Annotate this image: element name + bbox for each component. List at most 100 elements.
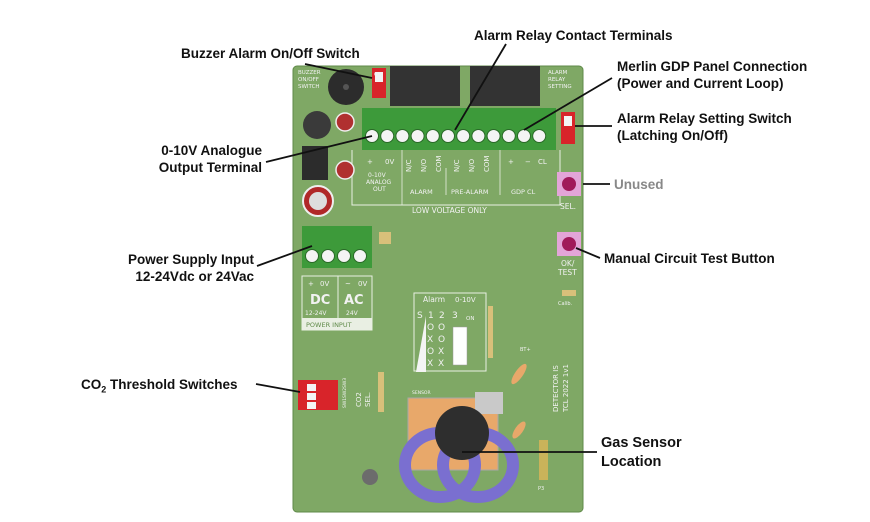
terminal-screw-2: [380, 129, 395, 143]
callout-unused: Unused: [614, 177, 664, 192]
terminal-screw-10: [501, 129, 516, 143]
terminal-strip-top: [362, 108, 556, 150]
analog-label-3: OUT: [373, 186, 386, 193]
relay-silk-3: SETTING: [548, 84, 572, 90]
group-alarm: ALARM: [410, 188, 433, 196]
co2-switch-2: [307, 393, 316, 400]
sensor-pad-ext: [475, 392, 503, 414]
table-r2-b: O: [438, 335, 445, 345]
test-label: TEST: [557, 268, 577, 277]
table-h-1: 1: [428, 311, 434, 321]
callout-co2: CO2 Threshold Switches: [81, 376, 238, 399]
terminal-screw-5: [425, 129, 440, 143]
gas-sensor: [435, 406, 489, 460]
pin-label-6: COM: [483, 156, 491, 172]
co2-pads: [378, 372, 384, 412]
table-h-on: ON: [466, 316, 474, 322]
callout-power: Power Supply Input 12-24Vdc or 24Vac: [106, 251, 254, 285]
analog-sign-plus: +: [367, 158, 373, 166]
callout-relay-terminals: Alarm Relay Contact Terminals: [474, 28, 673, 43]
leader-analogue: [265, 135, 373, 163]
ac-label: AC: [344, 293, 364, 308]
relay-silk-2: RELAY: [548, 77, 566, 83]
pad-2: [512, 421, 526, 439]
callout-co2-prefix: CO: [81, 377, 102, 392]
buzzer-switch-knob: [375, 72, 383, 82]
terminal-screw-7: [456, 129, 471, 143]
relay-silk-1: ALARM: [548, 70, 568, 76]
detector-2: TCL 2022 1v1: [562, 364, 570, 413]
callout-analogue-line2: Output Terminal: [158, 160, 262, 175]
battery-pad: [511, 363, 527, 385]
callout-buzzer: Buzzer Alarm On/Off Switch: [181, 46, 360, 61]
power-sign-1: +: [308, 280, 314, 288]
power-sign-4: 0V: [358, 280, 367, 288]
capacitor-1: [303, 111, 331, 139]
power-terminal-screw-3: [337, 249, 351, 263]
calib-label: Calib.: [558, 301, 573, 307]
terminal-screw-11: [517, 129, 531, 143]
sw-num-3: SW3: [342, 378, 348, 388]
bottom-button: [362, 469, 378, 485]
buzzer-silk-3: SWITCH: [298, 84, 320, 90]
right-pads: [488, 306, 493, 358]
capacitor-3: [335, 160, 355, 180]
callout-relay-setting-line1: Alarm Relay Setting Switch: [617, 111, 792, 126]
table-r2-a: X: [427, 335, 433, 345]
group-gdp: GDP CL: [511, 188, 536, 196]
sensor-silk: SENSOR: [412, 390, 431, 396]
callout-gas-line1: Gas Sensor: [601, 435, 682, 451]
leader-relay-terminals: [454, 43, 507, 131]
callout-merlin: Merlin GDP Panel Connection (Power and C…: [617, 58, 807, 92]
callout-merlin-line2: (Power and Current Loop): [617, 76, 784, 91]
table-010: 0-10V: [455, 296, 476, 304]
terminal-screw-4: [410, 129, 425, 143]
table-h-s: S: [417, 311, 423, 321]
co2-sel-1: CO2: [355, 392, 363, 407]
buzzer-hole: [343, 84, 349, 90]
callout-test-button: Manual Circuit Test Button: [604, 251, 775, 266]
regulator: [302, 146, 328, 180]
group-prealarm: PRE-ALARM: [451, 188, 489, 196]
table-dip: [452, 326, 468, 366]
gdp-sign-cl: CL: [538, 158, 547, 166]
power-terminal-screw-4: [353, 249, 367, 263]
leader-merlin: [523, 77, 613, 131]
leader-buzzer: [304, 63, 373, 79]
callout-analogue-line1: 0-10V Analogue: [161, 143, 262, 158]
relay-1: [390, 66, 460, 106]
terminal-screw-6: [441, 129, 455, 143]
power-sign-2: 0V: [320, 280, 329, 288]
calib-pads: [562, 290, 576, 296]
power-input-strip: [302, 318, 372, 330]
table-r4-a: X: [427, 359, 433, 369]
p3-header: [539, 440, 548, 480]
test-button: [562, 237, 576, 251]
sw-num-2: SW2: [342, 388, 348, 398]
callout-analogue: 0-10V Analogue Output Terminal: [150, 142, 262, 176]
pin-label-1: N/C: [405, 159, 413, 172]
low-voltage-label: LOW VOLTAGE ONLY: [412, 206, 487, 215]
table-wedge: [416, 316, 426, 372]
table-h-3: 3: [452, 311, 458, 321]
terminal-screw-3: [395, 129, 410, 143]
table-r1-b: O: [438, 323, 445, 333]
leader-test: [575, 247, 601, 259]
pin-label-4: N/C: [453, 159, 461, 172]
table-alarm: Alarm: [423, 295, 445, 304]
gdp-sign-plus: +: [508, 158, 514, 166]
buzzer-silk-1: BUZZER: [298, 70, 321, 76]
callout-power-line1: Power Supply Input: [127, 252, 254, 267]
ok-label: OK/: [561, 259, 575, 268]
sel-label: SEL.: [560, 202, 576, 211]
ac-volt: 24V: [346, 310, 359, 317]
pin-label-3: COM: [435, 156, 443, 172]
leader-power: [256, 245, 313, 267]
terminal-screw-9: [486, 129, 501, 143]
analog-label-1: 0-10V: [368, 172, 387, 179]
pin-label-5: N/O: [468, 158, 476, 172]
table-r3-a: O: [427, 347, 434, 357]
power-terminal-screw-2: [321, 249, 335, 263]
dc-range: 12-24V: [305, 310, 327, 317]
